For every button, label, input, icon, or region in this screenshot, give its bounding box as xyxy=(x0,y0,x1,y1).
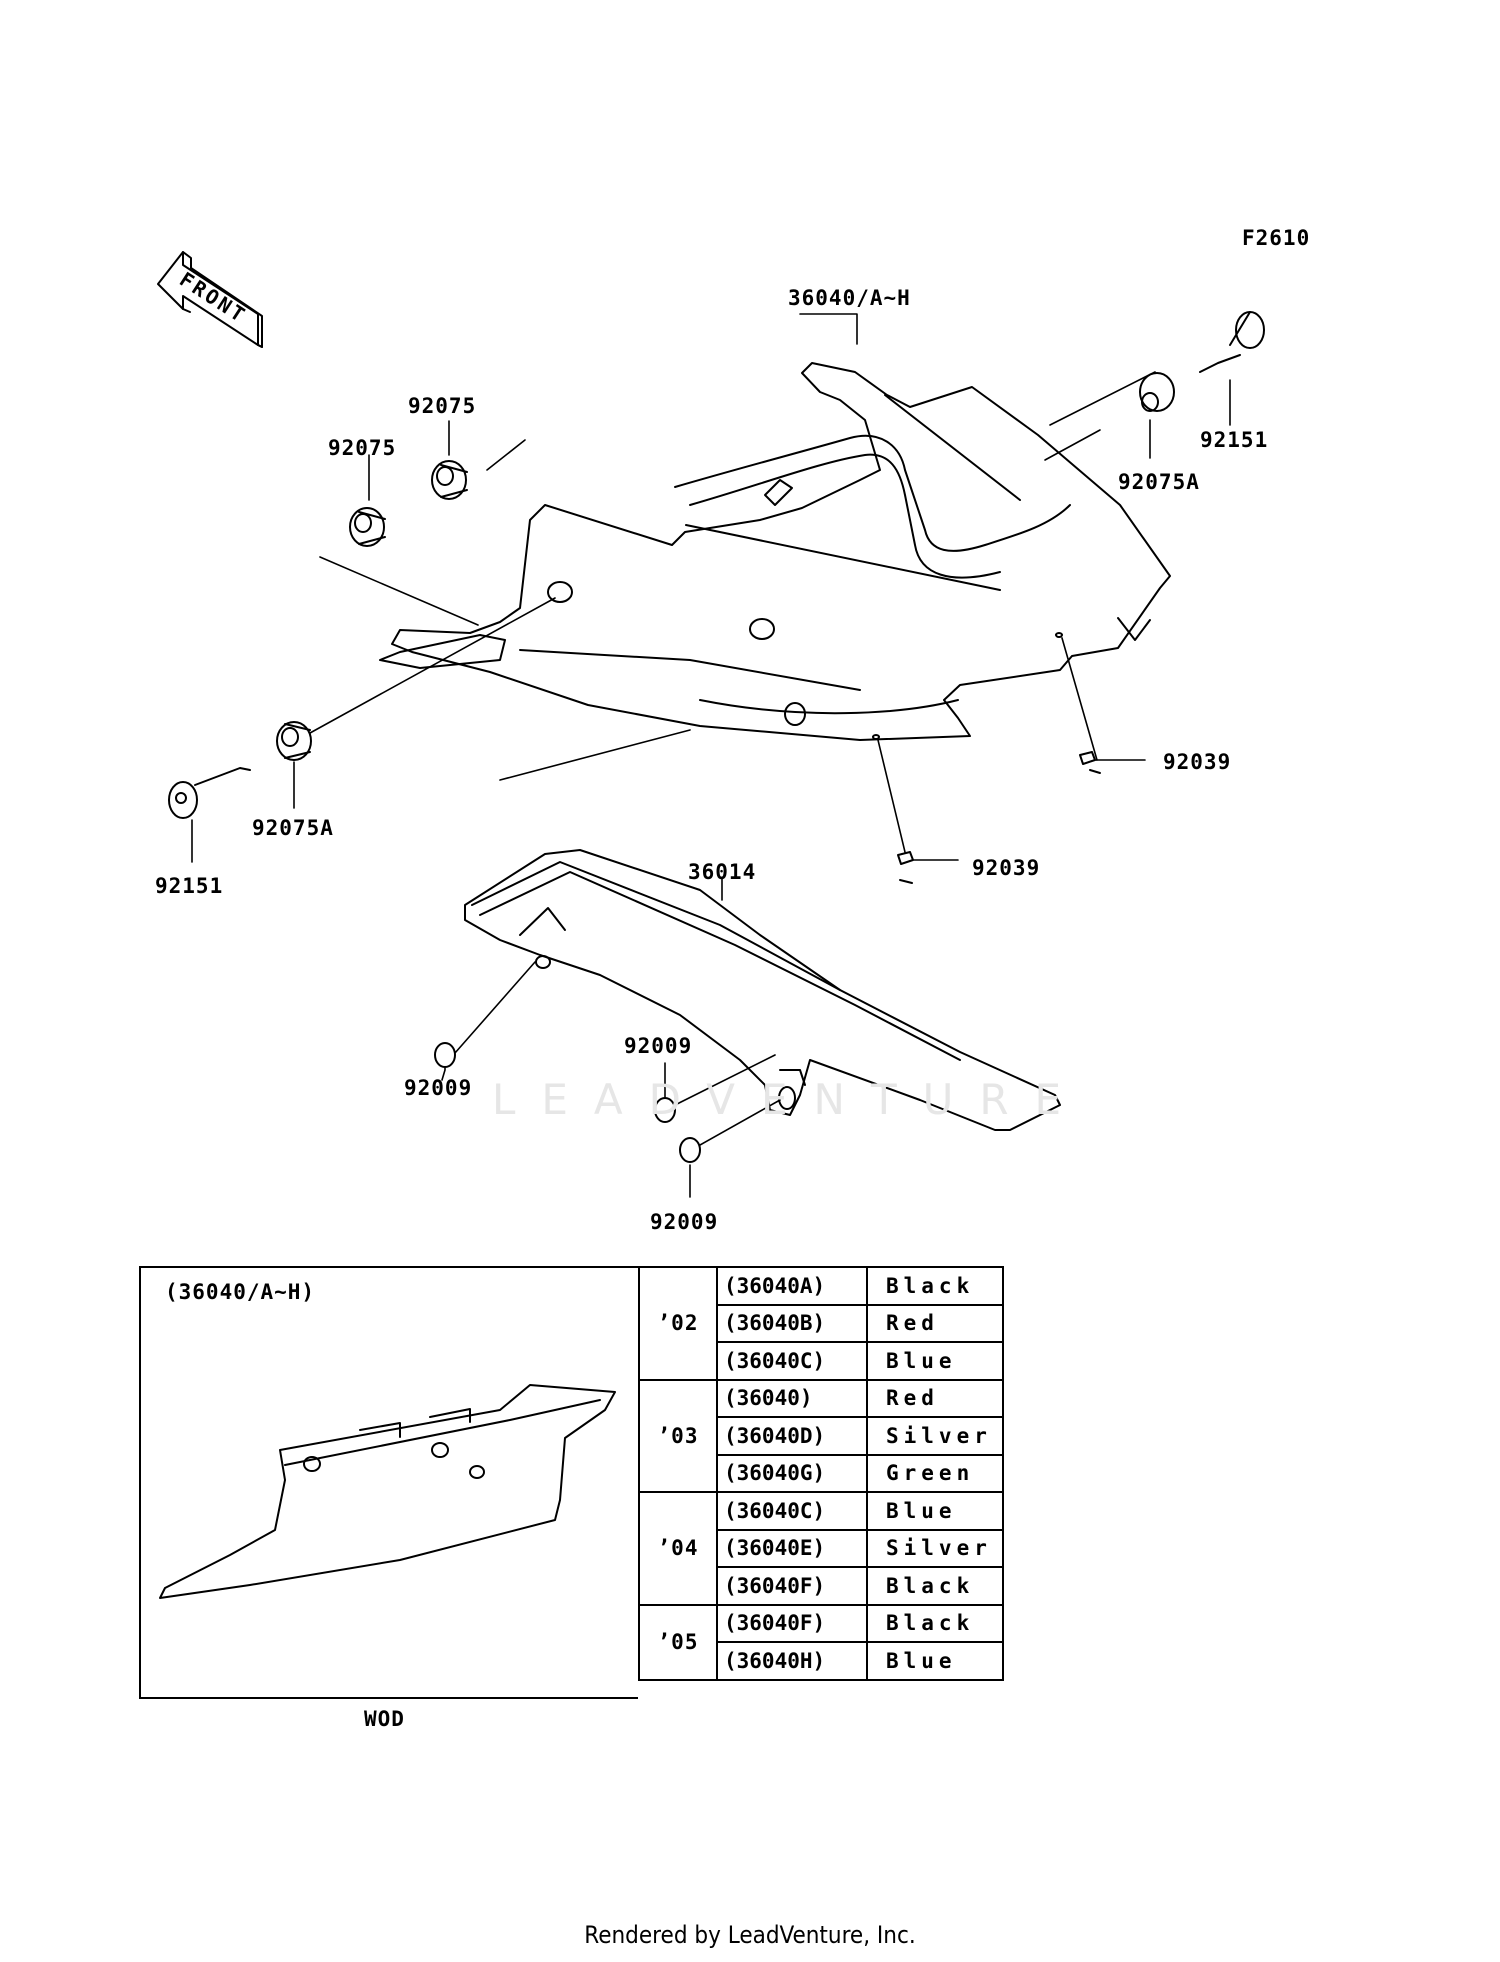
grommet-92075-left xyxy=(349,507,386,547)
color-cell: Black xyxy=(866,1566,1004,1606)
year-cell: ’03 xyxy=(638,1378,718,1493)
grommet-92075A-left xyxy=(276,721,312,761)
clip-92039-lower xyxy=(897,851,914,884)
color-cell: Blue xyxy=(866,1491,1004,1531)
part-number-cell[interactable]: (36040F) xyxy=(716,1566,868,1606)
color-cell: Silver xyxy=(866,1416,1004,1456)
year-cell: ’04 xyxy=(638,1491,718,1606)
callout-grommet-a-right[interactable]: 92075A xyxy=(1118,470,1200,494)
front-arrow-icon xyxy=(157,251,263,348)
table-row: ’03 (36040) Red xyxy=(638,1378,1004,1493)
bolt-92009-lower xyxy=(679,1137,701,1163)
bolt-92151-left xyxy=(168,767,251,819)
table-row: ’04 (36040C) Blue xyxy=(638,1491,1004,1606)
callout-grommet-a-left[interactable]: 92075A xyxy=(252,816,334,840)
diagram-code: F2610 xyxy=(1242,226,1311,250)
inset-frame xyxy=(139,1266,638,1699)
part-number-cell[interactable]: (36040C) xyxy=(716,1341,868,1381)
callout-grommet-upper[interactable]: 92075 xyxy=(408,394,477,418)
color-cell: Red xyxy=(866,1378,1004,1418)
year-cell: ’05 xyxy=(638,1603,718,1681)
table-row: (36040E) Silver xyxy=(639,1528,1004,1568)
callout-seat-cover[interactable]: 36040/A~H xyxy=(788,286,911,310)
inset-seat-cover-sketch xyxy=(159,1384,616,1599)
color-cell: Silver xyxy=(866,1528,1004,1568)
table-row: (36040D) Silver xyxy=(639,1416,1004,1456)
part-number-cell[interactable]: (36040D) xyxy=(716,1416,868,1456)
callout-grommet-left[interactable]: 92075 xyxy=(328,436,397,460)
part-number-cell[interactable]: (36040B) xyxy=(716,1303,868,1343)
callout-chain-cover[interactable]: 36014 xyxy=(688,860,757,884)
callout-bolt-left[interactable]: 92151 xyxy=(155,874,224,898)
bolt-92009-left xyxy=(434,1042,456,1068)
table-row: ’05 (36040F) Black xyxy=(638,1603,1004,1681)
table-row: (36040H) Blue xyxy=(639,1641,1004,1681)
year-cell: ’02 xyxy=(638,1266,718,1381)
chain-cover-36014 xyxy=(464,849,1061,1131)
seat-cover-36040 xyxy=(379,362,1171,741)
grommet-92075-upper xyxy=(431,460,468,500)
color-cell: Blue xyxy=(866,1341,1004,1381)
color-variant-table: ’02 (36040A) Black (36040B) Red (36040C)… xyxy=(638,1266,1004,1681)
part-number-cell[interactable]: (36040F) xyxy=(716,1603,868,1643)
callout-clip-lower[interactable]: 92039 xyxy=(972,856,1041,880)
grommet-92075A-right xyxy=(1139,372,1175,412)
part-number-cell[interactable]: (36040G) xyxy=(716,1453,868,1493)
color-cell: Black xyxy=(866,1603,1004,1643)
table-row: (36040C) Blue xyxy=(639,1341,1004,1381)
callout-clip-right[interactable]: 92039 xyxy=(1163,750,1232,774)
footer-credit: Rendered by LeadVenture, Inc. xyxy=(584,1921,916,1949)
part-number-cell[interactable]: (36040E) xyxy=(716,1528,868,1568)
callout-bolt-chain-mid[interactable]: 92009 xyxy=(624,1034,693,1058)
bolt-92009-mid xyxy=(654,1097,676,1123)
callout-bolt-right[interactable]: 92151 xyxy=(1200,428,1269,452)
color-cell: Blue xyxy=(866,1641,1004,1681)
color-cell: Green xyxy=(866,1453,1004,1493)
clip-92039-right xyxy=(1079,751,1101,774)
part-number-cell[interactable]: (36040) xyxy=(716,1378,868,1418)
inset-title: (36040/A~H) xyxy=(165,1280,316,1304)
table-row: ’02 (36040A) Black xyxy=(638,1266,1004,1381)
part-number-cell[interactable]: (36040H) xyxy=(716,1641,868,1681)
color-cell: Red xyxy=(866,1303,1004,1343)
callout-bolt-chain-left[interactable]: 92009 xyxy=(404,1076,473,1100)
table-row: (36040F) Black xyxy=(639,1566,1004,1606)
watermark: LEADVENTURE xyxy=(492,1075,1088,1124)
bolt-92151-right xyxy=(1199,311,1265,373)
callout-bolt-chain-lower[interactable]: 92009 xyxy=(650,1210,719,1234)
table-row: (36040G) Green xyxy=(639,1453,1004,1493)
part-number-cell[interactable]: (36040A) xyxy=(716,1266,868,1306)
inset-caption: WOD xyxy=(364,1707,405,1731)
color-cell: Black xyxy=(866,1266,1004,1306)
part-number-cell[interactable]: (36040C) xyxy=(716,1491,868,1531)
table-row: (36040B) Red xyxy=(639,1303,1004,1343)
